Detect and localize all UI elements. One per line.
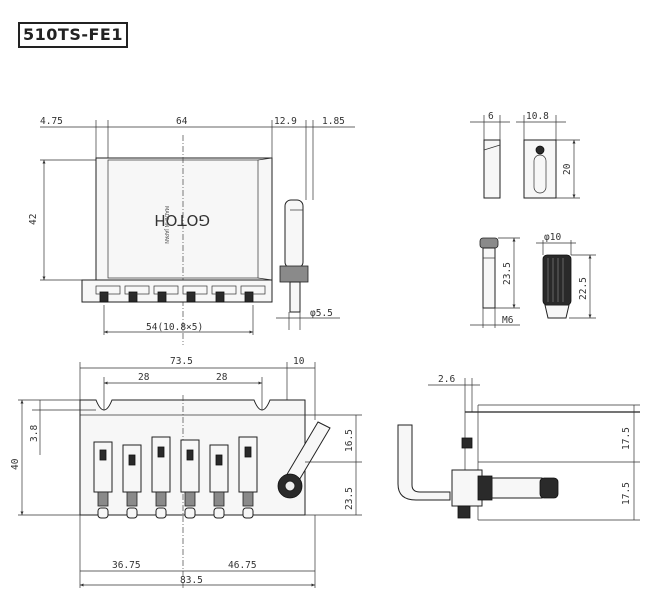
dim-front-right-lower: 23.5 bbox=[344, 487, 355, 510]
dim-front-right-top: 10 bbox=[293, 356, 305, 367]
arm-tip bbox=[542, 254, 572, 306]
saddles-top bbox=[95, 285, 266, 303]
front-view: 73.5 10 28 28 bbox=[10, 356, 362, 590]
dim-side-offset: 2.6 bbox=[438, 374, 455, 385]
dim-block-h: 20 bbox=[562, 163, 573, 175]
dim-side-upper: 17.5 bbox=[621, 427, 632, 450]
dim-tip-length: 22.5 bbox=[578, 277, 589, 300]
tremolo-arm-top bbox=[279, 199, 309, 313]
dim-front-small: 3.8 bbox=[29, 425, 40, 442]
arm-side bbox=[397, 424, 451, 501]
dim-front-pitch2: 28 bbox=[216, 372, 228, 383]
dim-arm-length: 23.5 bbox=[502, 262, 513, 285]
dim-front-bottom-total: 83.5 bbox=[180, 575, 203, 586]
dim-side-lower: 17.5 bbox=[621, 482, 632, 505]
intonation-springs bbox=[97, 491, 254, 519]
dim-front-pitch1: 28 bbox=[138, 372, 150, 383]
dim-top-right1: 12.9 bbox=[274, 116, 297, 127]
block-detail: 6 10.8 20 bbox=[470, 111, 580, 199]
saddles-front bbox=[93, 436, 258, 493]
dim-front-bottom-right: 46.75 bbox=[228, 560, 257, 571]
dim-tip-diameter: φ10 bbox=[544, 232, 561, 243]
brand-logo: GOTOH bbox=[154, 211, 210, 229]
arm-detail: 23.5 M6 φ10 22.5 bbox=[470, 232, 596, 328]
dim-block-w2: 10.8 bbox=[526, 111, 549, 122]
dim-top-width: 64 bbox=[176, 116, 188, 127]
saddle-row bbox=[81, 279, 273, 303]
made-in-text: MADE IN JAPAN bbox=[163, 206, 169, 244]
dim-front-total-top: 73.5 bbox=[170, 356, 193, 367]
dim-top-right2: 1.85 bbox=[322, 116, 345, 127]
dim-front-bottom-left: 36.75 bbox=[112, 560, 141, 571]
dim-saddle-spacing: 54(10.8×5) bbox=[146, 322, 203, 333]
side-view: 2.6 17.5 17.5 bbox=[397, 374, 640, 521]
dim-block-w1: 6 bbox=[488, 111, 494, 122]
dim-front-height: 40 bbox=[10, 458, 21, 470]
dim-arm-thread: M6 bbox=[502, 315, 514, 326]
block-side bbox=[483, 139, 501, 199]
arm-shaft bbox=[482, 247, 496, 309]
dim-front-right-upper: 16.5 bbox=[344, 429, 355, 452]
top-view: 4.75 64 12.9 1.85 42 GOTOH MADE IN JAPAN bbox=[28, 116, 355, 345]
dim-top-left: 4.75 bbox=[40, 116, 63, 127]
dim-top-height: 42 bbox=[28, 214, 39, 225]
tremolo-arm-front bbox=[277, 421, 331, 499]
model-title: 510TS-FE1 bbox=[18, 22, 128, 48]
dim-arm-diameter: φ5.5 bbox=[310, 308, 333, 319]
top-plate bbox=[95, 157, 273, 281]
